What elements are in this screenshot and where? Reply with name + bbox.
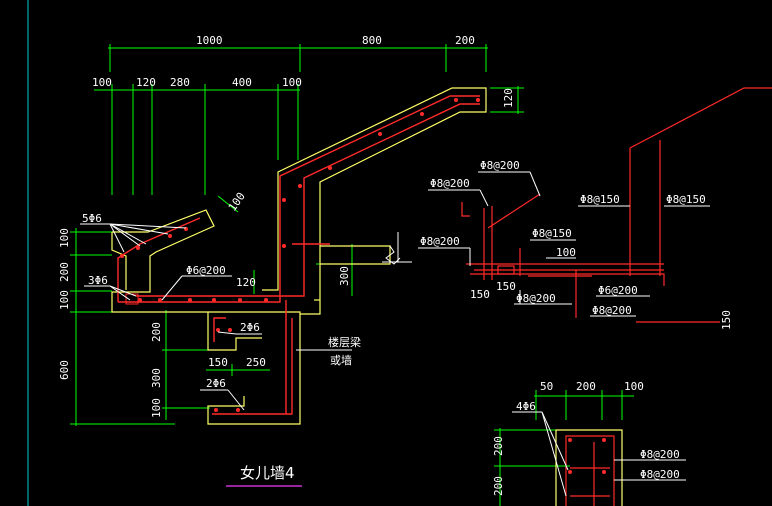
bd-label-phi8-200-b: Φ8@200 <box>640 468 680 481</box>
bottom-detail-dots <box>568 438 606 474</box>
dim-inner-300-b: 300 <box>150 368 163 388</box>
dim-400: 400 <box>232 76 252 89</box>
rd-phi8-150-b: Φ8@150 <box>666 193 706 206</box>
main-section: 1000 800 200 100 120 280 400 100 120 100 <box>58 34 524 487</box>
bd-label-phi8-200-a: Φ8@200 <box>640 448 680 461</box>
label-2phi6-a: 2Φ6 <box>240 321 260 334</box>
bd-label-4phi6: 4Φ6 <box>516 400 536 413</box>
bottom-detail-outline <box>555 429 623 506</box>
dim-inner-150: 150 <box>208 356 228 369</box>
dim-inner-120: 120 <box>236 276 256 289</box>
right-detail-rebar <box>461 87 772 323</box>
bottom-detail: 50 200 100 200 200 4Φ6 Φ8@200 Φ8@200 <box>492 380 686 506</box>
dim-left-100-a: 100 <box>58 228 71 248</box>
left-dimension-chain <box>70 228 356 426</box>
dim-800: 800 <box>362 34 382 47</box>
rd-dim-150-a: 150 <box>470 288 490 301</box>
dim-100-slope: 100 <box>226 190 248 214</box>
bd-dim-100: 100 <box>624 380 644 393</box>
dim-left-200: 200 <box>58 262 71 282</box>
label-2phi6-b: 2Φ6 <box>206 377 226 390</box>
rebar-lines <box>117 95 480 415</box>
dim-200-top: 200 <box>455 34 475 47</box>
dim-100-b: 100 <box>282 76 302 89</box>
rd-dim-150-c: 150 <box>720 310 733 330</box>
concrete-outline <box>111 87 487 425</box>
rd-dim-100: 100 <box>556 246 576 259</box>
dim-left-600: 600 <box>58 360 71 380</box>
bottom-detail-dims <box>494 390 634 506</box>
rd-phi8-200-e: Φ8@200 <box>592 304 632 317</box>
rd-phi6-200: Φ6@200 <box>598 284 638 297</box>
dim-120: 120 <box>136 76 156 89</box>
drawing-title: 女儿墙4 <box>240 464 295 482</box>
rd-phi8-200-a: Φ8@200 <box>430 177 470 190</box>
right-detail-leaders <box>418 171 710 317</box>
rd-phi8-150-a: Φ8@150 <box>580 193 620 206</box>
dim-left-100-b: 100 <box>58 290 71 310</box>
dim-1000: 1000 <box>196 34 223 47</box>
dim-inner-100: 100 <box>150 398 163 418</box>
dim-280: 280 <box>170 76 190 89</box>
label-leaders <box>80 223 399 411</box>
dim-100-a: 100 <box>92 76 112 89</box>
bottom-detail-leaders <box>512 411 686 497</box>
bd-dim-200: 200 <box>576 380 596 393</box>
bd-dim-50: 50 <box>540 380 553 393</box>
dim-inner-250: 250 <box>246 356 266 369</box>
bottom-detail-rebar <box>565 435 615 506</box>
rebar-dots <box>120 98 480 412</box>
label-5phi6: 5Φ6 <box>82 212 102 225</box>
rd-phi8-200-d: Φ8@200 <box>516 292 556 305</box>
label-beam-note-1: 楼层梁 <box>328 335 361 349</box>
top-dimension-chain <box>94 44 524 213</box>
right-detail: Φ8@200 Φ8@200 Φ8@200 Φ8@150 Φ8@150 Φ8@15… <box>418 87 772 330</box>
rd-dim-150-b: 150 <box>496 280 516 293</box>
rd-phi8-200-c: Φ8@200 <box>420 235 460 248</box>
label-beam-note-2: 或墙 <box>330 353 352 367</box>
label-phi6-200: Φ6@200 <box>186 264 226 277</box>
dim-inner-200: 200 <box>150 322 163 342</box>
rd-phi8-150-c: Φ8@150 <box>532 227 572 240</box>
dim-inner-300-a: 300 <box>338 266 351 286</box>
rd-phi8-200-b: Φ8@200 <box>480 159 520 172</box>
label-3phi6: 3Φ6 <box>88 274 108 287</box>
bd-dim-200-a: 200 <box>492 436 505 456</box>
bd-dim-200-b: 200 <box>492 476 505 496</box>
dim-120-right: 120 <box>502 88 515 108</box>
